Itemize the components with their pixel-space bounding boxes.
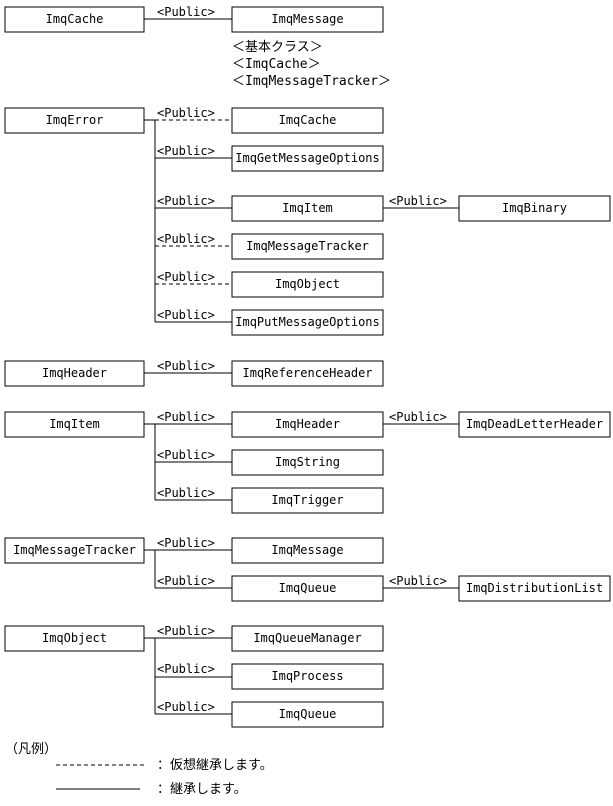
class-boxes: ImqCache ImqMessage ImqError ImqCache Im… [4, 6, 611, 728]
class-name: ImqTrigger [271, 493, 343, 507]
class-box-imqputmessageoptions: ImqPutMessageOptions [231, 309, 384, 336]
class-box-imqcache: ImqCache [231, 107, 384, 134]
class-name: ImqItem [49, 417, 100, 431]
public-label: <Public> [389, 410, 447, 424]
class-box-imqheader: ImqHeader [4, 360, 145, 387]
legend-virtual-label: ：仮想継承します。 [157, 757, 273, 773]
class-box-imqmessage: ImqMessage [231, 537, 384, 564]
public-label: <Public> [157, 486, 215, 500]
class-name: ImqItem [282, 201, 333, 215]
public-label: <Public> [157, 700, 215, 714]
public-label: <Public> [157, 5, 215, 19]
class-box-imqmessagetracker: ImqMessageTracker [4, 537, 145, 564]
base-class-note: ＜ImqMessageTracker＞ [232, 74, 391, 89]
class-box-imqheader: ImqHeader [231, 411, 384, 438]
class-name: ImqQueue [279, 581, 337, 595]
class-box-imqtrigger: ImqTrigger [231, 487, 384, 514]
public-label: <Public> [157, 359, 215, 373]
class-name: ImqMessage [271, 543, 343, 557]
legend: （凡例） ：仮想継承します。 ：継承します。 [5, 742, 273, 797]
class-box-imqreferenceheader: ImqReferenceHeader [231, 360, 384, 387]
class-name: ImqDeadLetterHeader [466, 417, 603, 431]
public-label: <Public> [389, 574, 447, 588]
public-label: <Public> [157, 410, 215, 424]
public-label: <Public> [157, 536, 215, 550]
class-name: ImqGetMessageOptions [235, 151, 380, 165]
inheritance-connectors [144, 18, 459, 715]
class-box-imqitem: ImqItem [231, 195, 384, 222]
legend-inherit-label: ：継承します。 [157, 782, 247, 797]
base-class-note: ＜基本クラス＞ [232, 40, 323, 55]
class-name: ImqBinary [502, 201, 567, 215]
class-box-imqerror: ImqError [4, 107, 145, 134]
class-name: ImqQueueManager [253, 631, 361, 645]
class-name: ImqHeader [42, 366, 107, 380]
class-name: ImqReferenceHeader [242, 366, 372, 380]
class-name: ImqObject [275, 277, 340, 291]
class-name: ImqError [46, 113, 104, 127]
public-label: <Public> [157, 308, 215, 322]
public-label: <Public> [157, 662, 215, 676]
class-box-imqdeadletterheader: ImqDeadLetterHeader [458, 411, 611, 438]
class-name: ImqHeader [275, 417, 340, 431]
public-label: <Public> [157, 106, 215, 120]
class-name: ImqMessageTracker [246, 239, 369, 253]
public-label: <Public> [157, 144, 215, 158]
class-box-imqbinary: ImqBinary [458, 195, 611, 222]
public-label: <Public> [157, 232, 215, 246]
base-class-notes: ＜基本クラス＞ ＜ImqCache＞ ＜ImqMessageTracker＞ [232, 40, 391, 89]
legend-title: （凡例） [5, 742, 57, 757]
class-box-imqmessagetracker: ImqMessageTracker [231, 233, 384, 260]
class-name: ImqMessageTracker [13, 543, 136, 557]
class-box-imqobject: ImqObject [231, 271, 384, 298]
class-name: ImqObject [42, 631, 107, 645]
public-label: <Public> [157, 624, 215, 638]
class-name: ImqMessage [271, 12, 343, 26]
class-box-imqprocess: ImqProcess [231, 663, 384, 690]
public-label: <Public> [157, 574, 215, 588]
class-name: ImqProcess [271, 669, 343, 683]
class-box-imqqueuemanager: ImqQueueManager [231, 625, 384, 652]
class-name: ImqDistributionList [466, 581, 603, 595]
public-label: <Public> [157, 194, 215, 208]
class-box-imqqueue: ImqQueue [231, 701, 384, 728]
class-box-imqstring: ImqString [231, 449, 384, 476]
class-box-imqmessage: ImqMessage [231, 6, 384, 33]
class-box-imqitem: ImqItem [4, 411, 145, 438]
public-label: <Public> [157, 448, 215, 462]
public-label: <Public> [157, 270, 215, 284]
public-labels: <Public> <Public> <Public> <Public> <Pub… [157, 5, 447, 714]
class-name: ImqString [275, 455, 340, 469]
class-box-imqobject: ImqObject [4, 625, 145, 652]
class-name: ImqCache [46, 12, 104, 26]
class-box-imqdistributionlist: ImqDistributionList [458, 575, 611, 602]
class-box-imqcache: ImqCache [4, 6, 145, 33]
class-name: ImqQueue [279, 707, 337, 721]
class-box-imqgetmessageoptions: ImqGetMessageOptions [231, 145, 384, 172]
class-box-imqqueue: ImqQueue [231, 575, 384, 602]
public-label: <Public> [389, 194, 447, 208]
base-class-note: ＜ImqCache＞ [232, 57, 321, 72]
class-name: ImqCache [279, 113, 337, 127]
class-name: ImqPutMessageOptions [235, 315, 380, 329]
